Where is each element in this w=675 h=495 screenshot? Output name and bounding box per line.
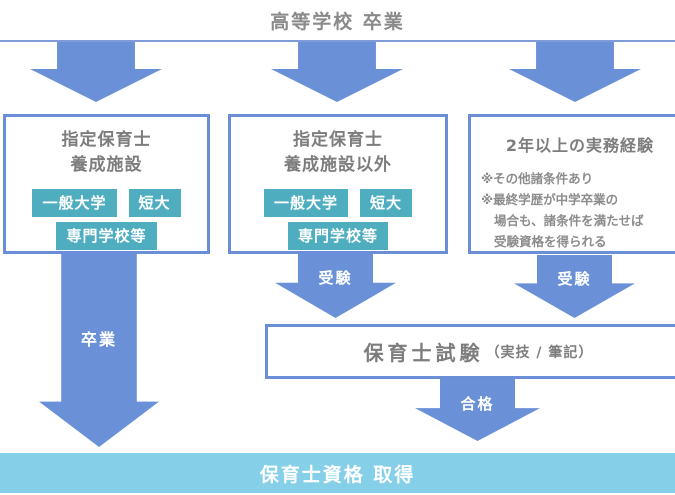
graduation-arrow-icon: 卒業 — [39, 254, 159, 447]
qualification-result-label: 保育士資格 取得 — [259, 463, 416, 486]
take-exam-arrow-icon-column2: 受験 — [275, 254, 396, 318]
pass-arrow-icon: 合格 — [415, 379, 540, 441]
down-arrow-icon-column2 — [271, 42, 403, 102]
pass-arrow-label: 合格 — [460, 395, 495, 413]
box-title-line: 養成施設以外 — [284, 155, 392, 175]
top-divider-line — [0, 40, 675, 42]
badge-row: 一般大学 短大 — [6, 189, 207, 217]
down-arrow-icon-column1 — [30, 42, 162, 102]
badge-row: 専門学校等 — [6, 222, 207, 250]
badge-junior-college: 短大 — [360, 189, 413, 217]
note-line: ※その他諸条件あり — [481, 171, 594, 186]
note-line: ※最終学歴が中学卒業の — [481, 192, 619, 207]
work-experience-box: 2年以上の実務経験 ※その他諸条件あり ※最終学歴が中学卒業の 場合も、諸条件を… — [468, 114, 675, 254]
badge-junior-college: 短大 — [128, 189, 181, 217]
take-exam-arrow-icon-column3: 受験 — [514, 255, 635, 318]
qualification-result-bar: 保育士資格 取得 — [0, 453, 675, 493]
badge-general-university: 一般大学 — [263, 189, 348, 217]
down-arrow-icon-column3 — [509, 42, 641, 102]
box-title-line: 養成施設 — [70, 155, 143, 175]
box-title-line: 指定保育士 — [293, 130, 383, 150]
non-training-facility-box-title: 指定保育士 養成施設以外 — [231, 128, 445, 178]
badge-vocational-school: 専門学校等 — [287, 222, 388, 250]
take-exam-arrow-label: 受験 — [557, 270, 592, 288]
badge-row: 専門学校等 — [231, 222, 445, 250]
nursery-exam-subtitle: （実技 / 筆記） — [485, 344, 594, 361]
training-facility-box-title: 指定保育士 養成施設 — [6, 128, 207, 178]
note-line: 場合も、諸条件を満たせば — [494, 213, 644, 228]
badge-vocational-school: 専門学校等 — [56, 222, 157, 250]
work-experience-box-title: 2年以上の実務経験 — [505, 136, 655, 155]
nursery-exam-box: 保育士試験 （実技 / 筆記） — [265, 324, 675, 379]
training-facility-box: 指定保育士 養成施設 一般大学 短大 専門学校等 — [3, 114, 210, 254]
take-exam-arrow-label: 受験 — [318, 269, 353, 287]
nursery-exam-title: 保育士試験 — [363, 341, 484, 365]
badge-row: 一般大学 短大 — [231, 189, 445, 217]
box-title-line: 指定保育士 — [61, 130, 152, 150]
note-line: 受験資格を得られる — [494, 234, 607, 249]
graduation-arrow-label: 卒業 — [80, 330, 117, 349]
non-training-facility-box: 指定保育士 養成施設以外 一般大学 短大 専門学校等 — [228, 114, 448, 254]
badge-general-university: 一般大学 — [32, 189, 117, 217]
page-title: 高等学校 卒業 — [270, 11, 405, 33]
school-type-badges: 一般大学 短大 専門学校等 — [231, 189, 445, 250]
work-experience-notes: ※その他諸条件あり ※最終学歴が中学卒業の 場合も、諸条件を満たせば 受験資格を… — [471, 168, 675, 252]
school-type-badges: 一般大学 短大 専門学校等 — [6, 189, 207, 250]
